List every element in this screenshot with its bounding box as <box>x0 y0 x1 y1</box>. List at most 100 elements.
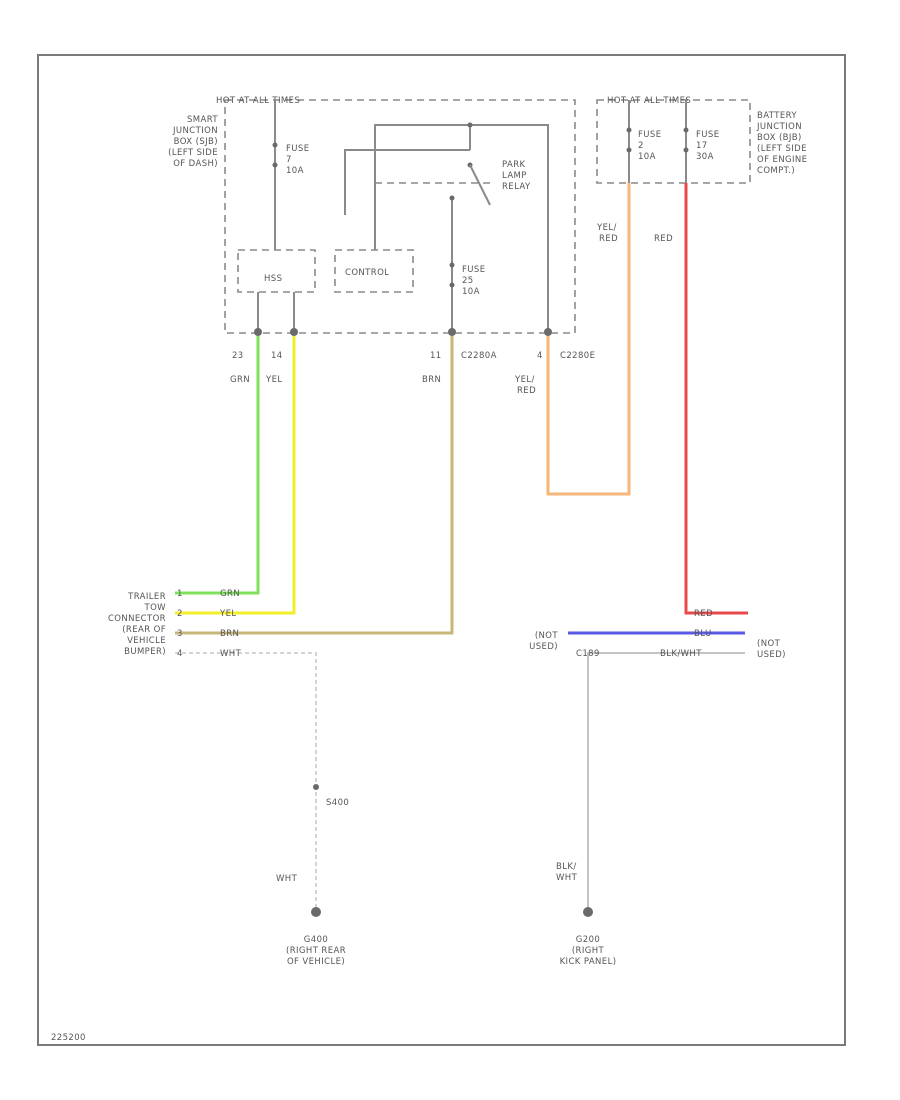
wire-label-red: RED <box>654 234 673 244</box>
wire-label-yel-red-upper: RED <box>599 234 618 244</box>
g200-wire-label: BLK/ <box>556 862 577 872</box>
bjb-desc-line: BOX (BJB) <box>757 133 802 143</box>
trailer-desc-line: VEHICLE <box>127 636 166 646</box>
sjb-desc-line: BOX (SJB) <box>174 137 218 147</box>
not-used-c189-label: C189 <box>576 649 600 659</box>
fuse17-label: FUSE <box>696 130 719 140</box>
trailer-wire-color: GRN <box>220 589 240 599</box>
wire-grn <box>175 336 260 595</box>
not-used-red-label: RED <box>694 609 713 619</box>
not-used-connector: (NOT USED) (NOT USED) RED BLU C189 BLK/W… <box>529 609 786 660</box>
trailer-pin-number: 3 <box>177 629 183 639</box>
trailer-pin-number: 1 <box>177 589 183 599</box>
pin-label-14: 14 <box>271 351 283 361</box>
bjb-outline <box>596 99 751 184</box>
fuse2-label: 2 <box>638 141 644 151</box>
fuse2-terminal-top <box>626 127 632 133</box>
ground-g400-icon <box>311 907 321 917</box>
hss-label: HSS <box>264 274 282 284</box>
pin-label-4: 4 <box>537 351 543 361</box>
control-label: CONTROL <box>345 268 389 278</box>
sjb-desc-line: JUNCTION <box>172 126 218 136</box>
not-used-left: USED) <box>529 642 558 652</box>
wire-red <box>684 183 748 615</box>
fuse25-label: 10A <box>462 287 480 297</box>
not-used-blkwht-label: BLK/WHT <box>660 649 702 659</box>
bjb-desc-line: COMPT.) <box>757 166 795 176</box>
fuse7-terminal-top <box>272 142 278 148</box>
wire-wht <box>175 652 317 912</box>
relay-label: RELAY <box>502 182 531 192</box>
relay-top-bus <box>374 124 549 330</box>
pin-23 <box>254 328 262 336</box>
not-used-blu-label: BLU <box>694 629 712 639</box>
trailer-wire-color: YEL <box>219 609 237 619</box>
ground-g200-icon <box>583 907 593 917</box>
bjb-desc-line: BATTERY <box>757 111 797 121</box>
fuse2-label: 10A <box>638 152 656 162</box>
diagram-id: 225200 <box>51 1033 86 1043</box>
wire-brn <box>175 336 454 635</box>
splice-s400 <box>313 784 319 790</box>
wire-yel-red <box>546 183 631 496</box>
fuse25-label: FUSE <box>462 265 485 275</box>
diagram-frame <box>37 54 846 1046</box>
g400-name: G400 <box>304 935 328 945</box>
g200-desc: KICK PANEL) <box>560 957 617 967</box>
sjb-outline <box>224 99 576 334</box>
wire-label-grn: GRN <box>230 375 250 385</box>
wire-label-yel: YEL <box>265 375 283 385</box>
trailer-desc-line: CONNECTOR <box>108 614 166 624</box>
g400-desc: OF VEHICLE) <box>287 957 345 967</box>
trailer-wire-color: WHT <box>220 649 242 659</box>
g200-name: G200 <box>576 935 600 945</box>
relay-switch-arm <box>469 164 491 206</box>
wire-label-yel-red-upper: YEL/ <box>596 223 617 233</box>
fuse17-label: 30A <box>696 152 714 162</box>
connector-c2280e: C2280E <box>560 351 595 361</box>
fuse2-terminal-bottom <box>626 147 632 153</box>
pin-14 <box>290 328 298 336</box>
not-used-right: (NOT <box>757 639 781 649</box>
fuse7-label: FUSE <box>286 144 309 154</box>
g200-wire-label: WHT <box>556 873 578 883</box>
fuse25-terminal-bottom <box>449 282 455 288</box>
g400-wire-label: WHT <box>276 874 298 884</box>
connector-c2280a: C2280A <box>461 351 497 361</box>
trailer-tow-connector: TRAILER TOW CONNECTOR (REAR OF VEHICLE B… <box>108 589 242 659</box>
ground-g200: BLK/ WHT G200 (RIGHT KICK PANEL) <box>556 862 616 967</box>
trailer-desc-line: TRAILER <box>127 592 166 602</box>
pin-label-23: 23 <box>232 351 244 361</box>
trailer-wire-color: BRN <box>220 629 239 639</box>
g200-desc: (RIGHT <box>572 946 605 956</box>
ground-g400: S400 WHT G400 (RIGHT REAR OF VEHICLE) <box>276 784 349 967</box>
sjb-desc-line: (LEFT SIDE <box>168 148 218 158</box>
sjb-hot-label: HOT AT ALL TIMES <box>216 96 300 106</box>
fuse17-terminal-bottom <box>683 147 689 153</box>
relay-terminal <box>449 195 455 201</box>
bjb-desc-line: JUNCTION <box>756 122 802 132</box>
bjb-desc-line: (LEFT SIDE <box>757 144 807 154</box>
pin-11 <box>448 328 456 336</box>
wire-label-brn: BRN <box>422 375 441 385</box>
not-used-left: (NOT <box>535 631 559 641</box>
g400-desc: (RIGHT REAR <box>286 946 346 956</box>
wire-yel <box>175 336 296 615</box>
wire-blk-wht <box>587 652 745 912</box>
not-used-right: USED) <box>757 650 786 660</box>
smart-junction-box: HOT AT ALL TIMES SMART JUNCTION BOX (SJB… <box>168 96 576 336</box>
fuse7-terminal-bottom <box>272 162 278 168</box>
trailer-desc-line: TOW <box>144 603 167 613</box>
trailer-pin-number: 2 <box>177 609 183 619</box>
fuse25-label: 25 <box>462 276 474 286</box>
relay-terminal <box>467 122 473 128</box>
wire-label-yel-red: RED <box>517 386 536 396</box>
fuse25-terminal-top <box>449 262 455 268</box>
fuse7-label: 7 <box>286 155 292 165</box>
bjb-desc-line: OF ENGINE <box>757 155 807 165</box>
pin-label-11: 11 <box>430 351 442 361</box>
fuse17-label: 17 <box>696 141 708 151</box>
battery-junction-box: HOT AT ALL TIMES BATTERY JUNCTION BOX (B… <box>596 96 807 184</box>
sjb-desc-line: OF DASH) <box>173 159 218 169</box>
